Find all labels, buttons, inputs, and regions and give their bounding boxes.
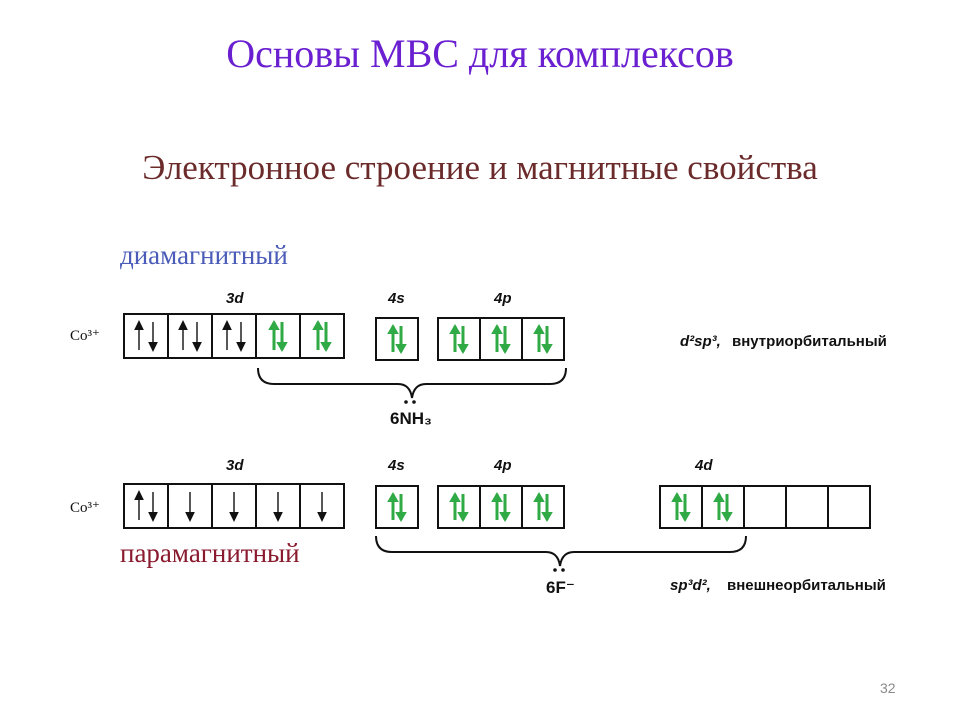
spin-up-arrow	[134, 490, 144, 520]
diagram-1: Co³⁺ 3d 4s 4p 6NH₃ d²sp³, внутриорбиталь…	[70, 290, 887, 428]
ligand-electron-down-arrow	[499, 494, 511, 522]
orbital-box	[255, 313, 301, 359]
ligand-electron-down-arrow	[457, 494, 469, 522]
diamagnetic-label: диамагнитный	[120, 240, 288, 270]
complex-type-label: внешнеорбитальный	[727, 577, 886, 594]
orbital-row-3d	[123, 313, 345, 359]
spin-down-arrow	[317, 492, 327, 522]
orbital-box	[785, 485, 829, 529]
ligand-electron-down-arrow	[679, 494, 691, 522]
spin-up-arrow	[178, 320, 188, 350]
orbital-row-4p	[437, 485, 565, 529]
orbital-row-3d	[123, 483, 345, 529]
orbital-box	[167, 313, 213, 359]
orbital-box	[479, 485, 523, 529]
spin-down-arrow	[229, 492, 239, 522]
spin-down-arrow	[148, 492, 158, 522]
ligand-electron-up-arrow	[268, 320, 280, 350]
diagram-2: Co³⁺ 3d 4s 4p 4d 6F⁻ sp³d², внешнеорбита…	[70, 457, 886, 597]
ligand-brace	[375, 535, 747, 567]
ion-label: Co³⁺	[70, 500, 100, 516]
orbital-row-4s	[375, 317, 419, 361]
orbital-box	[375, 317, 419, 361]
orbital-row-4s	[375, 485, 419, 529]
ligand-electron-down-arrow	[721, 494, 733, 522]
lone-pair-dot	[553, 568, 557, 572]
lone-pair-dot	[404, 400, 408, 404]
ligand-electron-up-arrow	[312, 320, 324, 350]
ligand-electron-down-arrow	[395, 326, 407, 354]
spin-down-arrow	[148, 322, 158, 352]
spin-down-arrow	[192, 322, 202, 352]
orbital-box	[701, 485, 745, 529]
orbital-box	[299, 483, 345, 529]
ligand-electron-down-arrow	[541, 494, 553, 522]
spin-down-arrow	[236, 322, 246, 352]
orbital-box	[123, 313, 169, 359]
lone-pair-dot	[412, 400, 416, 404]
lone-pair-dot	[561, 568, 565, 572]
orbital-box	[211, 313, 257, 359]
ligand-electron-up-arrow	[713, 492, 725, 520]
orbital-box	[437, 317, 481, 361]
hybridization-label: d²sp³,	[680, 333, 721, 350]
ligand-electron-up-arrow	[387, 492, 399, 520]
orbital-box	[827, 485, 871, 529]
spin-up-arrow	[134, 320, 144, 350]
ligand-electron-up-arrow	[449, 324, 461, 352]
spin-down-arrow	[273, 492, 283, 522]
orbital-row-4p	[437, 317, 565, 361]
ligand-electron-up-arrow	[533, 492, 545, 520]
ligand-electron-up-arrow	[387, 324, 399, 352]
ligand-electron-down-arrow	[541, 326, 553, 354]
ligand-electron-down-arrow	[320, 322, 332, 352]
orbital-box	[521, 485, 565, 529]
ligand-electron-up-arrow	[491, 324, 503, 352]
ligand-electron-down-arrow	[276, 322, 288, 352]
subshell-3d-label: 3d	[226, 290, 244, 307]
orbital-box	[521, 317, 565, 361]
slide-title: Основы МВС для комплексов	[226, 31, 734, 76]
ligand-electron-up-arrow	[449, 492, 461, 520]
spin-down-arrow	[185, 492, 195, 522]
ligand-electron-up-arrow	[533, 324, 545, 352]
ligand-electron-down-arrow	[395, 494, 407, 522]
orbital-box	[479, 317, 523, 361]
ligand-label: 6NH₃	[390, 409, 432, 428]
subshell-4d-label: 4d	[694, 457, 713, 474]
subshell-4s-label: 4s	[387, 457, 405, 474]
ligand-brace	[257, 367, 567, 399]
page-number: 32	[880, 680, 896, 696]
ligand-electron-down-arrow	[457, 326, 469, 354]
paramagnetic-label: парамагнитный	[120, 538, 300, 568]
complex-type-label: внутриорбитальный	[732, 333, 887, 350]
hybridization-label: sp³d²,	[670, 577, 711, 594]
orbital-box	[743, 485, 787, 529]
orbital-row-4d	[659, 485, 871, 529]
orbital-box	[123, 483, 169, 529]
ligand-electron-up-arrow	[491, 492, 503, 520]
subshell-3d-label: 3d	[226, 457, 244, 474]
orbital-box	[299, 313, 345, 359]
orbital-box	[437, 485, 481, 529]
ligand-electron-up-arrow	[671, 492, 683, 520]
ligand-label: 6F⁻	[546, 578, 575, 597]
orbital-box	[659, 485, 703, 529]
subshell-4p-label: 4p	[493, 457, 512, 474]
spin-up-arrow	[222, 320, 232, 350]
subshell-4p-label: 4p	[493, 290, 512, 307]
subshell-4s-label: 4s	[387, 290, 405, 307]
orbital-box	[375, 485, 419, 529]
ligand-electron-down-arrow	[499, 326, 511, 354]
ion-label: Co³⁺	[70, 328, 100, 344]
slide-subtitle: Электронное строение и магнитные свойств…	[142, 148, 818, 187]
